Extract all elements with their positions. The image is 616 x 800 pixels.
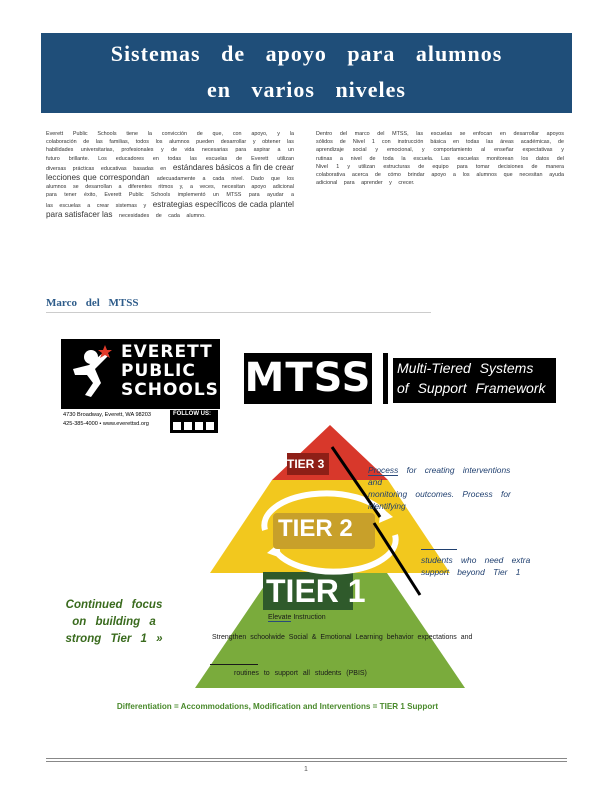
runner-logo-icon <box>73 339 120 409</box>
bracket-lines <box>330 446 422 596</box>
process-text-2: for identifying <box>368 489 511 511</box>
mtss-acronym: MTSS <box>244 353 372 404</box>
footer-rule-top <box>46 758 567 759</box>
mtss-subtitle-line-1: Multi-Tiered Systems <box>397 360 534 376</box>
continued-focus-note: Continued focus on building a strong Tie… <box>65 599 163 645</box>
process-annotation: Process for creating interventions and m… <box>368 464 526 512</box>
tier3-label: TIER 3 <box>287 457 325 471</box>
left-paragraph-1: Everett Public Schools tiene la convicci… <box>46 131 294 172</box>
title-line-1: Sistemas de apoyo para alumnos <box>110 41 503 66</box>
process-text-1: for creating interventions and <box>368 465 511 487</box>
twitter-icon[interactable] <box>184 422 192 430</box>
students-underline <box>421 549 457 550</box>
right-paragraph-1: Dentro del marco del MTSS, las escuelas … <box>316 131 564 187</box>
left-paragraph-2-large: estrategias específicos de cada plantel … <box>46 199 294 219</box>
logo-line-schools: SCHOOLS <box>121 380 219 400</box>
title-banner: Sistemas de apoyo para alumnos en varios… <box>41 33 572 113</box>
follow-us-box: FOLLOW US: <box>170 410 218 433</box>
pyramid-tier1-section <box>195 573 465 688</box>
mtss-subtitle-line-2: of Support Framework <box>397 380 546 396</box>
right-column: Dentro del marco del MTSS, las escuelas … <box>316 130 564 187</box>
students-annotation: students who need extra support beyond T… <box>421 554 531 578</box>
students-tier: Tier 1 <box>493 567 521 577</box>
monitoring-text: monitoring outcomes. <box>368 489 455 499</box>
tier1-elevate: Elevate <box>268 614 292 622</box>
logo-phone: 425-385-4000 • www.everettsd.org <box>63 421 149 427</box>
differentiation-caption: Differentiation = Accommodations, Modifi… <box>116 702 439 711</box>
tier1-sel: Social & Emotional Learning <box>288 634 383 641</box>
tier1-behavior: behavior expectations <box>386 634 457 641</box>
process-keyword-2: Process <box>462 489 493 499</box>
page-number: 1 <box>304 766 308 773</box>
tier1-elevate-line: Elevate Instruction <box>268 614 326 622</box>
tier1-schoolwide: schoolwide <box>250 634 285 641</box>
section-divider <box>46 312 431 313</box>
tier2-label: TIER 2 <box>278 515 353 542</box>
logo-line-everett: EVERETT <box>121 342 213 362</box>
instagram-icon[interactable] <box>195 422 203 430</box>
left-paragraph-3: necesidades de cada alumno. <box>118 212 206 219</box>
left-paragraph-2: adecuadamente a cada nivel. Dado que los… <box>46 176 294 209</box>
tier1-and: and <box>460 634 473 641</box>
tier1-underline <box>210 664 258 665</box>
left-paragraph-1-large: estándares básicos a fin de crear leccio… <box>46 162 294 183</box>
process-keyword-1: Process <box>368 465 399 476</box>
facebook-icon[interactable] <box>173 422 181 430</box>
tier1-routines: routines to support all students (PBIS) <box>234 670 367 677</box>
logo-address: 4730 Broadway, Everett, WA 98203 <box>63 412 151 418</box>
everett-logo: EVERETT PUBLIC SCHOOLS <box>61 339 220 409</box>
students-line-2: support beyond <box>421 567 485 577</box>
tier1-instruction: Instruction <box>293 614 326 621</box>
follow-us-label: FOLLOW US: <box>173 411 211 417</box>
students-line-1: students who need extra <box>421 555 531 565</box>
youtube-icon[interactable] <box>206 422 214 430</box>
logo-line-public: PUBLIC <box>121 361 196 381</box>
tier1-strengthen: Strengthen <box>212 634 247 641</box>
mtss-divider-bar <box>383 353 388 404</box>
section-title: Marco del MTSS <box>46 297 139 309</box>
title-line-2: en varios niveles <box>207 77 406 102</box>
mtss-subtitle: Multi-Tiered Systems of Support Framewor… <box>393 358 556 403</box>
left-column: Everett Public Schools tiene la convicci… <box>46 130 294 220</box>
tier1-strengthen-line: Strengthen schoolwide Social & Emotional… <box>212 634 472 641</box>
tier1-label: TIER 1 <box>266 573 366 609</box>
footer-rule-bottom <box>46 761 567 762</box>
